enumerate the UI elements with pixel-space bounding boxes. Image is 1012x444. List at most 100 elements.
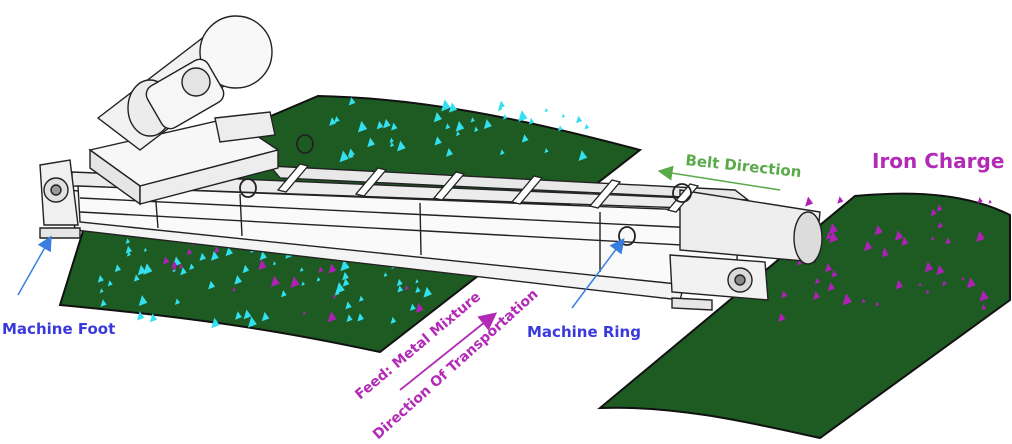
fragment (434, 136, 442, 146)
conveyor-frame (39, 117, 823, 311)
fragment (423, 286, 432, 298)
fragment (290, 276, 300, 289)
fragment (390, 316, 397, 324)
fragment (558, 125, 563, 132)
fragment (470, 117, 475, 123)
fragment (334, 115, 340, 123)
fragment (332, 294, 337, 299)
fragment (415, 279, 419, 284)
fragment (961, 276, 965, 281)
fragment (499, 149, 505, 156)
flight-bar (432, 171, 466, 201)
fragment (397, 285, 404, 293)
fragment (842, 293, 853, 306)
fragment (232, 286, 236, 292)
fragment (528, 117, 535, 125)
fragment (97, 275, 104, 283)
fragment (448, 102, 458, 113)
fragment (828, 223, 838, 235)
fragment (937, 221, 944, 229)
belt-direction-arrow (657, 165, 781, 191)
fragment (441, 99, 451, 112)
fragment (327, 311, 337, 323)
fragment (149, 313, 158, 323)
fragment (199, 252, 207, 261)
fragment (383, 118, 391, 129)
fragment (358, 295, 364, 302)
fragment (966, 277, 976, 289)
fragment (178, 263, 183, 269)
fragment (348, 152, 354, 159)
fragment (544, 107, 549, 113)
fragment (981, 304, 987, 311)
fragment (329, 117, 337, 126)
discharge-ground-pad (597, 192, 1011, 440)
machine-ring-pointer (571, 238, 625, 309)
fragment (825, 232, 832, 240)
belt-direction-label: Belt Direction (685, 151, 803, 181)
fragment (186, 248, 193, 256)
fragment (302, 311, 307, 316)
fragment (125, 238, 131, 244)
fragment (390, 142, 395, 148)
fragment (367, 137, 375, 148)
fragment (781, 290, 788, 299)
fragment (521, 134, 529, 143)
fragment (328, 263, 337, 274)
fragment (270, 275, 280, 287)
fragment (976, 230, 985, 242)
fragment (211, 317, 220, 329)
fragment (272, 261, 277, 266)
fragment (347, 148, 355, 158)
fragment (824, 263, 833, 273)
fragment (143, 263, 153, 275)
fragment (455, 120, 465, 132)
fragment (930, 236, 935, 241)
fragment (497, 105, 503, 112)
fragment (945, 237, 951, 245)
fragment (936, 264, 945, 276)
fragment (162, 256, 170, 265)
fragment (415, 302, 424, 313)
fragment (875, 301, 880, 307)
fragment (409, 303, 416, 311)
fragment (576, 115, 583, 124)
fragment (143, 247, 148, 252)
machine-foot-label: Machine Foot (2, 320, 115, 338)
fragment (425, 291, 430, 297)
fragment (813, 291, 821, 300)
fragment (258, 259, 267, 271)
fragment (936, 204, 943, 212)
fragment (247, 316, 257, 328)
fragment (894, 230, 904, 241)
fragment (261, 311, 270, 322)
fragment (415, 286, 421, 294)
transport-direction-arrow (399, 312, 498, 391)
machine-rings (239, 134, 692, 246)
fragment (544, 148, 549, 154)
fragment (342, 271, 349, 281)
fragment (518, 110, 528, 122)
fragment (483, 119, 492, 130)
fragment (242, 264, 250, 274)
fragment (578, 150, 588, 162)
fragment (389, 137, 394, 143)
fragment (210, 250, 219, 261)
fragment (797, 259, 802, 266)
fragment (243, 309, 252, 320)
fragment (225, 246, 233, 257)
fragment (174, 298, 181, 305)
flight-bar (510, 175, 544, 205)
fragment (391, 122, 398, 131)
fragment (136, 311, 145, 321)
fragment (924, 261, 934, 273)
fragment (433, 111, 442, 123)
fragment (895, 279, 904, 290)
fragment (172, 267, 176, 273)
fragment (456, 131, 460, 137)
fragment (340, 259, 350, 272)
fragment (335, 282, 345, 294)
fragment (280, 290, 287, 298)
fragment (881, 248, 889, 258)
